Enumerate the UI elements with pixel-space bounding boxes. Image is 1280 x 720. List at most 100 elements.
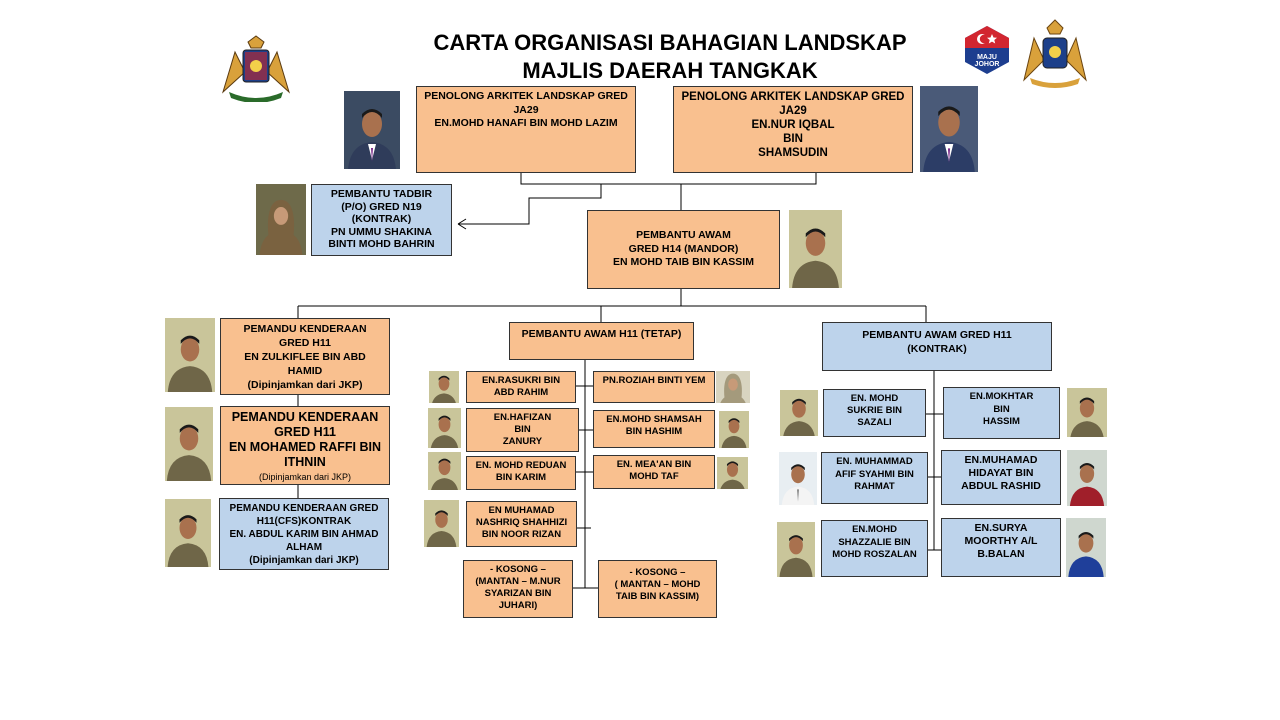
node-surya: EN.SURYA MOORTHY A/L B.BALAN <box>941 518 1061 577</box>
node-text: EN. MOHD REDUAN <box>475 460 567 471</box>
node-penolong-arkitek-2: PENOLONG ARKITEK LANDSKAP GRED JA29 EN.N… <box>673 86 913 173</box>
staff-photo <box>777 522 815 577</box>
node-pembantu-awam-kontrak: PEMBANTU AWAM GRED H11 (KONTRAK) <box>822 322 1052 371</box>
node-text: BIN <box>514 424 531 435</box>
node-text: PENOLONG ARKITEK LANDSKAP GRED <box>424 90 628 102</box>
node-text: BINTI MOHD BAHRIN <box>328 238 435 250</box>
node-text: EN MUHAMAD <box>488 505 555 516</box>
node-meaan: EN. MEA'AN BIN MOHD TAF <box>593 455 715 489</box>
node-text: EN MOHAMED RAFFI BIN <box>228 440 382 454</box>
johor-state-crest-icon <box>1018 16 1092 90</box>
node-pembantu-tadbir: PEMBANTU TADBIR (P/O) GRED N19 (KONTRAK)… <box>311 184 452 256</box>
node-text: BIN <box>993 403 1010 415</box>
node-text: EN. MEA'AN BIN <box>616 459 692 470</box>
node-text: GRED H11 <box>279 337 331 349</box>
node-text: SYARIZAN BIN <box>484 588 552 599</box>
node-text: PEMBANTU AWAM <box>636 229 731 242</box>
node-text: EN.MUHAMAD <box>964 454 1038 466</box>
chart-title-line2: MAJLIS DAERAH TANGKAK <box>522 58 818 83</box>
node-pemandu-2: PEMANDU KENDERAAN GRED H11 EN MOHAMED RA… <box>220 406 390 485</box>
node-text: BIN HASHIM <box>625 426 683 437</box>
staff-photo <box>428 452 461 490</box>
node-text: ZANURY <box>502 436 543 447</box>
staff-photo <box>165 407 213 481</box>
node-mandor: PEMBANTU AWAM GRED H14 (MANDOR) EN MOHD … <box>587 210 780 289</box>
node-text: AFIF SYAHMI BIN <box>835 468 914 480</box>
maju-johor-text: MAJU JOHOR <box>974 54 1000 68</box>
node-text: BIN KARIM <box>495 472 547 483</box>
node-kosong-1: - KOSONG – (MANTAN – M.NUR SYARIZAN BIN … <box>463 560 573 618</box>
node-text: JA29 <box>779 105 807 117</box>
node-text: EN.SURYA <box>974 522 1028 534</box>
node-text: (KONTRAK) <box>351 213 412 225</box>
node-text: SUKRIE BIN <box>847 405 902 416</box>
node-text: (Dipinjamkan dari JKP) <box>247 379 363 391</box>
node-text: (KONTRAK) <box>907 342 967 355</box>
node-text: ABD RAHIM <box>493 387 549 398</box>
node-text: BIN <box>783 133 803 145</box>
maju-johor-logo: MAJU JOHOR <box>962 24 1012 76</box>
johor-crest-icon <box>215 32 297 103</box>
staff-photo <box>344 91 400 169</box>
node-hidayat: EN.MUHAMAD HIDAYAT BIN ABDUL RASHID <box>941 450 1061 505</box>
node-roziah: PN.ROZIAH BINTI YEM <box>593 371 715 403</box>
node-text: PN UMMU SHAKINA <box>331 225 432 238</box>
node-text: JUHARI) <box>498 600 538 611</box>
node-text: GRED H11 <box>274 425 336 439</box>
node-text: MOORTHY A/L <box>964 535 1038 547</box>
chart-title-line1: CARTA ORGANISASI BAHAGIAN LANDSKAP <box>433 30 907 55</box>
staff-photo <box>428 408 461 448</box>
node-text: ABDUL RASHID <box>961 480 1041 492</box>
node-text: MOHD ROSZALAN <box>832 549 917 560</box>
node-text: PEMANDU KENDERAAN <box>243 323 367 335</box>
node-text: EN.MOHD <box>852 524 897 535</box>
node-text: NASHRIQ SHAHHIZI <box>475 517 568 528</box>
node-text: PEMBANTU AWAM H11 (TETAP) <box>521 328 682 340</box>
node-text: PENOLONG ARKITEK LANDSKAP GRED <box>681 91 905 103</box>
node-text: ALHAM <box>285 542 323 553</box>
node-text: EN.NUR IQBAL <box>751 119 835 131</box>
node-penolong-arkitek-1: PENOLONG ARKITEK LANDSKAP GRED JA29 EN.M… <box>416 86 636 173</box>
node-text: SHAMSUDIN <box>758 147 828 159</box>
node-text: SAZALI <box>857 417 892 428</box>
staff-photo <box>789 210 842 288</box>
node-mokhtar: EN.MOKHTAR BIN HASSIM <box>943 387 1060 439</box>
node-text: GRED H14 (MANDOR) <box>628 242 739 255</box>
node-sukrie: EN. MOHD SUKRIE BIN SAZALI <box>823 389 926 437</box>
node-text: EN.MOHD SHAMSAH <box>606 414 702 425</box>
node-text: PEMBANTU TADBIR <box>330 188 433 200</box>
node-text: EN.RASUKRI BIN <box>481 375 561 386</box>
node-shazzalie: EN.MOHD SHAZZALIE BIN MOHD ROSZALAN <box>821 520 928 577</box>
node-text: PN.ROZIAH BINTI YEM <box>602 375 706 386</box>
staff-photo <box>256 184 306 255</box>
node-text: B.BALAN <box>977 548 1025 560</box>
staff-photo <box>165 318 215 392</box>
node-rasukri: EN.RASUKRI BIN ABD RAHIM <box>466 371 576 403</box>
node-shamsah: EN.MOHD SHAMSAH BIN HASHIM <box>593 410 715 448</box>
node-text: (P/O) GRED N19 <box>341 200 422 213</box>
node-text: JA29 <box>513 103 539 116</box>
node-text: PEMBANTU AWAM GRED H11 <box>862 329 1012 341</box>
node-text: EN MOHD TAIB BIN KASSIM <box>613 256 754 269</box>
staff-photo <box>717 457 748 489</box>
node-text: ( MANTAN – MOHD <box>614 579 701 590</box>
node-pembantu-awam-tetap: PEMBANTU AWAM H11 (TETAP) <box>509 322 694 360</box>
node-text: EN. ABDUL KARIM BIN AHMAD <box>229 529 379 540</box>
node-pemandu-1: PEMANDU KENDERAAN GRED H11 EN ZULKIFLEE … <box>220 318 390 395</box>
staff-photo <box>779 452 817 505</box>
node-text: EN.HAFIZAN <box>493 412 552 423</box>
node-text: RAHMAT <box>854 481 895 492</box>
node-text: (Dipinjamkan dari JKP) <box>249 555 359 566</box>
node-text: EN. MUHAMMAD <box>836 456 913 467</box>
node-text: EN.MOKHTAR <box>969 391 1034 402</box>
node-text: - KOSONG – <box>490 564 546 575</box>
node-text: HASSIM <box>983 416 1020 427</box>
staff-photo <box>719 411 749 448</box>
node-pemandu-3: PEMANDU KENDERAAN GRED H11(CFS)KONTRAK E… <box>219 498 389 570</box>
staff-photo <box>429 371 459 403</box>
node-text: (MANTAN – M.NUR <box>475 576 561 587</box>
node-text: SHAZZALIE BIN <box>838 536 911 548</box>
node-text: - KOSONG – <box>629 567 686 578</box>
node-text: TAIB BIN KASSIM) <box>615 591 700 602</box>
node-text: (Dipinjamkan dari JKP) <box>258 472 352 482</box>
